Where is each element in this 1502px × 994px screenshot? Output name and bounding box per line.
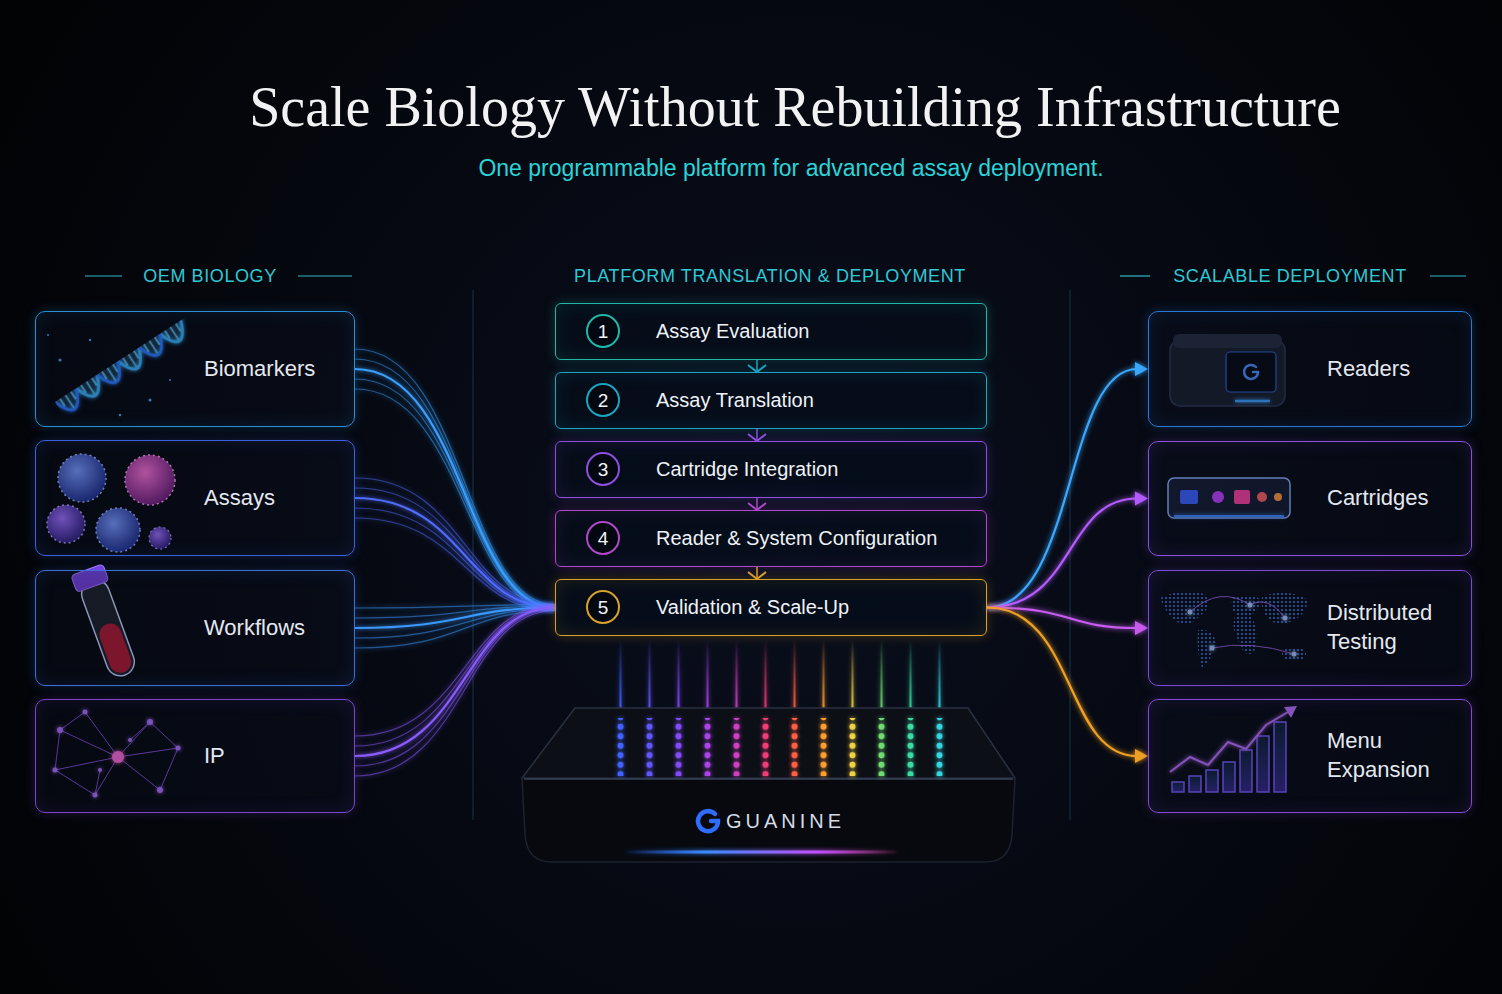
step-number-circle: 2	[586, 383, 620, 417]
step-number: 2	[598, 391, 609, 410]
step-arrow-head	[748, 503, 766, 510]
column-divider	[1070, 290, 1071, 820]
box-label: Workflows	[204, 614, 305, 643]
step-label: Reader & System Configuration	[656, 526, 937, 551]
flow-line	[355, 508, 555, 609]
flow-line	[355, 605, 555, 737]
step-arrow-head	[748, 572, 766, 579]
step-number: 1	[598, 322, 609, 341]
step-arrow	[748, 498, 766, 510]
flow-line	[355, 379, 555, 609]
step-number: 5	[598, 598, 609, 617]
content-box: Workflows	[35, 570, 355, 686]
step-arrow	[748, 360, 766, 372]
flow-line	[355, 518, 555, 611]
step-number: 3	[598, 460, 609, 479]
header-rule	[298, 275, 352, 276]
content-box: Distributed Testing	[1148, 570, 1472, 686]
content-box: IP	[35, 699, 355, 813]
content-box: Cartridges	[1148, 441, 1472, 556]
step-arrow	[748, 429, 766, 441]
flow-line	[355, 478, 555, 605]
flow-connector	[355, 478, 555, 611]
flow-connector	[355, 605, 555, 649]
content-box: Assays	[35, 440, 355, 556]
process-step-box: Assay Translation 2	[555, 372, 987, 429]
platform-device	[698, 811, 718, 831]
step-arrow-head	[748, 365, 766, 372]
step-number-circle: 5	[586, 590, 620, 624]
step-label: Validation & Scale-Up	[656, 595, 849, 620]
step-arrow-line	[756, 498, 758, 510]
step-number: 4	[598, 529, 609, 548]
header-rule	[1120, 275, 1150, 276]
flow-connector	[987, 362, 1148, 608]
platform-device	[622, 851, 900, 854]
arrow-head	[1135, 362, 1148, 376]
flow-line	[355, 488, 555, 606]
flow-line	[355, 606, 555, 746]
box-label: IP	[204, 742, 225, 771]
column-divider	[473, 290, 1070, 820]
flow-line	[987, 499, 1137, 608]
flow-line	[355, 389, 555, 611]
platform-device	[600, 718, 956, 776]
process-step-box: Reader & System Configuration 4	[555, 510, 987, 567]
content-box: Biomarkers	[35, 311, 355, 427]
box-label: Menu Expansion	[1327, 727, 1459, 784]
flow-line	[355, 611, 555, 777]
platform-device	[522, 778, 1015, 862]
column-header: OEM BIOLOGY	[60, 264, 360, 288]
title-text: Scale Biology Without Rebuilding Infrast…	[95, 74, 1495, 141]
process-step-box: Validation & Scale-Up 5	[555, 579, 987, 636]
step-arrow-line	[756, 567, 758, 579]
flow-connector	[987, 492, 1148, 608]
step-label: Assay Translation	[656, 388, 814, 413]
header-rule	[1430, 275, 1466, 276]
flow-line	[355, 498, 555, 608]
arrow-head	[1135, 749, 1148, 763]
flow-connector	[987, 608, 1148, 764]
flow-connector	[355, 349, 555, 611]
box-label: Distributed Testing	[1327, 599, 1459, 656]
flow-line	[355, 609, 555, 766]
step-number-circle: 3	[586, 452, 620, 486]
process-step-box: Assay Evaluation 1	[555, 303, 987, 360]
flow-line	[987, 608, 1137, 757]
flow-line	[355, 608, 555, 757]
box-label: Assays	[204, 484, 275, 513]
arrow-head	[1135, 492, 1148, 506]
step-arrow-head	[748, 434, 766, 441]
arrow-head	[1135, 621, 1148, 635]
column-header: SCALABLE DEPLOYMENT	[1090, 264, 1490, 288]
process-step-box: Cartridge Integration 3	[555, 441, 987, 498]
platform-device	[600, 718, 956, 776]
step-arrow-line	[756, 360, 758, 372]
flow-connector	[355, 605, 555, 777]
box-label: Biomarkers	[204, 355, 315, 384]
content-box: Readers	[1148, 311, 1472, 427]
step-label: Cartridge Integration	[656, 457, 838, 482]
platform-device	[522, 640, 1015, 862]
step-label: Assay Evaluation	[656, 319, 809, 344]
platform-device	[522, 708, 1015, 778]
step-number-circle: 1	[586, 314, 620, 348]
platform-device-badge: GUANINE	[726, 806, 886, 836]
flow-line	[987, 369, 1137, 608]
device-brand: GUANINE	[726, 809, 845, 833]
step-arrow-line	[756, 429, 758, 441]
platform-device	[524, 778, 1013, 780]
step-number-circle: 4	[586, 521, 620, 555]
box-label: Readers	[1327, 355, 1410, 384]
step-arrow	[748, 567, 766, 579]
column-header: PLATFORM TRANSLATION & DEPLOYMENT	[500, 264, 1040, 288]
flow-line	[355, 369, 555, 608]
header-rule	[85, 275, 122, 276]
content-box: Menu Expansion	[1148, 699, 1472, 813]
subtitle-text: One programmable platform for advanced a…	[391, 154, 1191, 184]
box-label: Cartridges	[1327, 484, 1428, 513]
